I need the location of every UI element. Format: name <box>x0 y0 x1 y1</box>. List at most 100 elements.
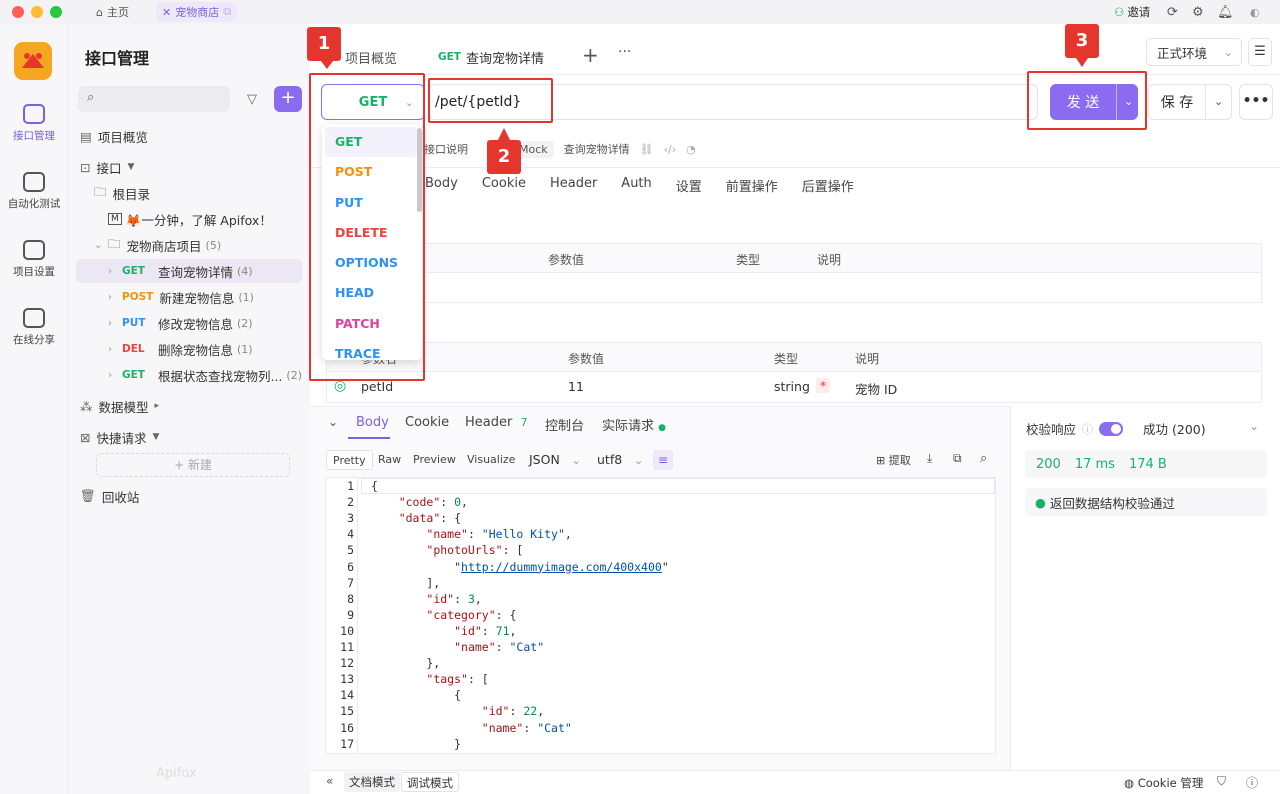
method-option-trace[interactable]: TRACE <box>335 346 381 360</box>
tab-body[interactable]: Body <box>425 176 458 191</box>
code-icon[interactable]: ‹/› <box>663 142 677 156</box>
avatar[interactable]: ◐ <box>1250 5 1260 19</box>
tab-post-actions[interactable]: 后置操作 <box>801 180 854 195</box>
add-button[interactable]: + <box>274 86 302 112</box>
new-quick-request-button[interactable]: + 新建 <box>96 453 290 477</box>
resp-tab-cookie[interactable]: Cookie <box>405 415 450 430</box>
tree-item-api[interactable]: › GET 根据状态查找宠物列... (2) <box>108 368 302 384</box>
validation-toggle[interactable] <box>1099 421 1124 436</box>
tab-pre-actions[interactable]: 前置操作 <box>725 180 778 195</box>
tab-pet-store[interactable]: ✕ 宠物商店 ⧉ <box>156 2 238 22</box>
method-option-get[interactable]: GET <box>325 127 417 158</box>
tree-item-api[interactable]: › GET 查询宠物详情 (4) <box>76 259 302 283</box>
tab-settings[interactable]: 设置 <box>675 180 702 195</box>
search-icon[interactable]: ⌕ <box>980 451 988 466</box>
extract-icon: ⊞ <box>876 454 886 467</box>
collapse-sidebar-icon[interactable]: « <box>326 774 334 788</box>
method-option-delete[interactable]: DELETE <box>335 224 388 240</box>
tab-project-overview[interactable]: 项目概览 <box>345 51 398 67</box>
wrap-icon[interactable]: ≡ <box>653 450 673 470</box>
tree-item-quick-request[interactable]: ⊠ 快捷请求 ▼ <box>80 429 160 446</box>
debug-mode-button[interactable]: 调试模式 <box>401 772 459 792</box>
search-input[interactable]: ⌕ <box>78 86 230 112</box>
tab-query-pet-detail[interactable]: GET 查询宠物详情 <box>428 40 570 74</box>
rail-item-automated-testing[interactable]: 自动化测试 <box>0 172 68 211</box>
tree-item-api[interactable]: › PUT 修改宠物信息 (2) <box>108 316 253 332</box>
response-type-select[interactable]: JSON ⌄ <box>529 452 582 467</box>
tree-item-api[interactable]: › POST 新建宠物信息 (1) <box>108 290 254 306</box>
tab-auth[interactable]: Auth <box>621 176 652 191</box>
gear-icon[interactable]: ⚙ <box>1192 4 1204 20</box>
line-number: 4 <box>347 527 354 542</box>
table-row[interactable]: ◎ petId 11 string * 宠物 ID <box>326 372 1262 403</box>
chevron-down-icon: ⌄ <box>634 454 644 467</box>
tree-item-pet-folder[interactable]: ⌄ 🗀︎ 宠物商店项目 (5) <box>94 235 222 254</box>
method-option-options[interactable]: OPTIONS <box>335 255 399 271</box>
resp-tab-actual-request[interactable]: 实际请求 ● <box>602 419 667 434</box>
chevron-down-icon[interactable]: ⌄ <box>1116 84 1133 120</box>
collapse-icon[interactable]: ⌄ <box>328 415 339 429</box>
copy-icon[interactable]: ⧉ <box>953 451 962 465</box>
help-icon[interactable]: ⓘ <box>1082 422 1094 436</box>
tree-item-api[interactable]: › DEL 删除宠物信息 (1) <box>108 342 253 358</box>
history-icon[interactable]: ◔ <box>686 142 696 156</box>
link-icon[interactable]: ⛓︎ <box>639 142 654 156</box>
send-button[interactable]: 发 送 ⌄ <box>1050 84 1138 120</box>
format-pretty-button[interactable]: Pretty <box>326 450 373 470</box>
more-tabs-button[interactable]: ··· <box>618 44 632 60</box>
rail-item-api-management[interactable]: 接口管理 <box>0 104 68 143</box>
environment-select[interactable]: 正式环境 ⌄ <box>1146 38 1242 66</box>
method-option-patch[interactable]: PATCH <box>335 315 380 331</box>
download-icon[interactable]: ⤓ <box>927 451 933 465</box>
dropdown-scrollbar[interactable] <box>417 128 422 212</box>
tree-item-interfaces[interactable]: ⊡ 接口 ▼ <box>80 159 135 176</box>
close-window-button[interactable] <box>12 6 24 18</box>
tree-item-recycle-bin[interactable]: 🗑︎ 回收站 <box>80 488 140 505</box>
tab-cookie[interactable]: Cookie <box>481 176 526 191</box>
encoding-select[interactable]: utf8 ⌄ <box>597 452 644 467</box>
minimize-window-button[interactable] <box>31 6 43 18</box>
tab-header[interactable]: Header <box>549 176 598 191</box>
chevron-right-icon: › <box>108 291 112 303</box>
format-raw-button[interactable]: Raw <box>378 453 402 466</box>
shirt-icon[interactable]: ⛉ <box>1217 774 1227 788</box>
response-body-editor[interactable] <box>325 477 996 754</box>
rail-item-online-share[interactable]: 在线分享 <box>0 308 68 347</box>
add-tab-button[interactable]: + <box>582 43 599 67</box>
format-preview-button[interactable]: Preview <box>413 453 456 466</box>
tree-item-root[interactable]: 🗀︎ 根目录 <box>94 183 151 202</box>
check-circle-icon[interactable]: ◎ <box>334 378 347 394</box>
extract-button[interactable]: ⊞ 提取 <box>876 454 911 467</box>
resp-tab-console[interactable]: 控制台 <box>545 419 585 434</box>
method-option-put[interactable]: PUT <box>335 194 363 210</box>
resp-tab-header[interactable]: Header 7 <box>465 415 528 430</box>
tree-item-data-model[interactable]: ⁂ 数据模型 ▸ <box>80 398 160 415</box>
resp-tab-body[interactable]: Body <box>356 415 389 430</box>
method-option-post[interactable]: POST <box>335 164 373 180</box>
filter-button[interactable]: ▽ <box>238 86 266 112</box>
invite-button[interactable]: ⚇ 邀请 <box>1114 5 1151 19</box>
trash-icon: 🗑︎ <box>80 488 96 503</box>
tab-home[interactable]: ⌂ 主页 <box>96 5 129 20</box>
help-icon[interactable]: ⓘ <box>1246 776 1259 790</box>
maximize-window-button[interactable] <box>50 6 62 18</box>
code-line: "id": 22, <box>481 704 545 719</box>
tree-item-intro-doc[interactable]: M 🦊一分钟，了解 Apifox！ <box>76 207 302 231</box>
bell-icon[interactable]: 🔔︎ <box>1217 4 1234 20</box>
menu-button[interactable]: ☰ <box>1248 38 1272 66</box>
query-params-empty-row[interactable] <box>326 273 1262 303</box>
annotation-box-url <box>428 78 553 123</box>
chevron-down-icon[interactable]: ⌄ <box>1205 84 1223 120</box>
chevron-down-icon[interactable]: ⌄ <box>1249 419 1260 433</box>
sync-icon[interactable]: ⟳ <box>1167 4 1178 20</box>
rail-item-project-settings[interactable]: 项目设置 <box>0 240 68 279</box>
doc-mode-button[interactable]: 文档模式 <box>344 772 400 792</box>
validation-toggle-row: 校验响应 ⓘ 成功 (200) <box>1026 421 1206 437</box>
more-actions-button[interactable]: ••• <box>1239 84 1273 120</box>
cookie-manager-button[interactable]: ◍ Cookie 管理 <box>1124 776 1204 790</box>
method-option-head[interactable]: HEAD <box>335 285 375 301</box>
close-icon[interactable]: ✕ <box>162 5 172 19</box>
format-visualize-button[interactable]: Visualize <box>467 453 516 466</box>
tree-item-overview[interactable]: ▤ 项目概览 <box>80 128 148 145</box>
save-button[interactable]: 保 存 ⌄ <box>1148 84 1232 120</box>
